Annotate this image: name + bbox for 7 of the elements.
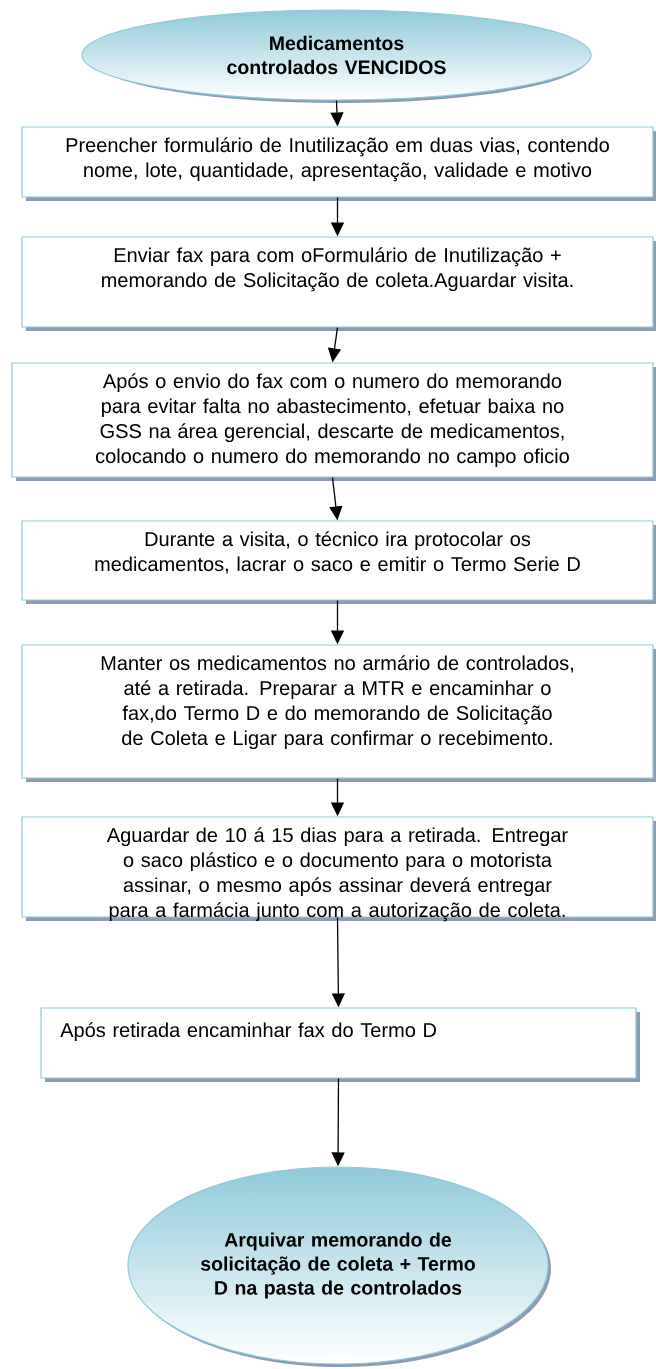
process-box: Enviar fax para com oFormulário de Inutilização + memorando de Solicitação de coleta.Aguardar visita.	[21, 236, 656, 331]
process-box: Durante a visita, o técnico ira protocolar os medicamentos, lacrar o saco e emitir o Termo Serie D	[21, 520, 656, 604]
process-box: Preencher formulário de Inutilização em duas vias, contendo nome, lote, quantidade, apresentação, validade e motivo	[21, 126, 656, 201]
process-box: Aguardar de 10 á 15 dias para a retirada. Entregar o saco plástico e o documento para o motorista assinar, o mesmo após assinar deverá entregar para a farmácia junto com a autorização de coleta.	[21, 816, 656, 922]
process-box: Após retirada encaminhar fax do Termo D	[40, 1007, 640, 1082]
process-box: Manter os medicamentos no armário de controlados, até a retirada. Preparar a MTR e encaminhar o fax,do Termo D e do memorando de Solicitação de Coleta e Ligar para confirmar o recebimento.	[21, 644, 656, 782]
process-box: Após o envio do fax com o numero do memorando para evitar falta no abastecimento, efetuar baixa no GSS na área gerencial, descarte de medicamentos, colocando o numero do memorando no campo oficio	[11, 362, 656, 481]
